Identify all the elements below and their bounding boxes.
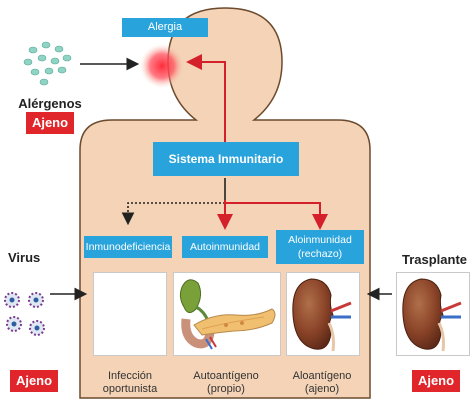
- virus-badge: Ajeno: [10, 370, 58, 392]
- category-autoimmunity: Autoinmunidad: [182, 236, 268, 258]
- arrow-immunodeficiency: [121, 202, 225, 226]
- caption-infection-line1: Infección: [107, 370, 153, 382]
- allergy-glow: [140, 44, 184, 88]
- allergens-badge: Ajeno: [26, 112, 74, 134]
- allergens-title: Alérgenos: [18, 96, 82, 111]
- virus-group-left: [4, 292, 45, 336]
- category-alloimmunity: Aloinmunidad (rechazo): [276, 230, 364, 264]
- kidney-illustration-transplant: [402, 278, 462, 352]
- caption-alloantigen-line1: Aloantígeno: [292, 370, 352, 382]
- transplant-badge: Ajeno: [412, 370, 460, 392]
- arrow-immune-allergy: [186, 54, 226, 142]
- pancreas-illustration: [179, 279, 276, 350]
- allergy-label: Alergia: [122, 18, 208, 37]
- caption-autoantigen-line2: (propio): [207, 383, 245, 395]
- panel-kidney-transplant: [396, 272, 470, 356]
- panel-pancreas: [173, 272, 281, 356]
- caption-autoantigen-line1: Autoantígeno: [193, 370, 259, 382]
- transplant-title: Trasplante: [402, 252, 468, 267]
- allergen-particles: [23, 41, 72, 86]
- arrow-alloimmunity: [225, 202, 328, 230]
- immune-system-label: Sistema Inmunitario: [153, 142, 299, 176]
- caption-infection: Infección oportunista: [88, 370, 172, 396]
- caption-autoantigen: Autoantígeno (propio): [182, 370, 270, 396]
- category-alloimmunity-line1: Aloinmunidad: [288, 234, 352, 246]
- category-immunodeficiency: Inmunodeficiencia: [84, 236, 172, 258]
- panel-infection: [93, 272, 167, 356]
- category-alloimmunity-line2: (rechazo): [297, 248, 343, 260]
- panel-kidney-center: [286, 272, 360, 356]
- kidney-illustration-center: [292, 278, 352, 352]
- virus-title: Virus: [8, 250, 41, 265]
- caption-alloantigen: Aloantígeno (ajeno): [280, 370, 364, 396]
- caption-alloantigen-line2: (ajeno): [304, 383, 340, 395]
- caption-infection-line2: oportunista: [102, 383, 158, 395]
